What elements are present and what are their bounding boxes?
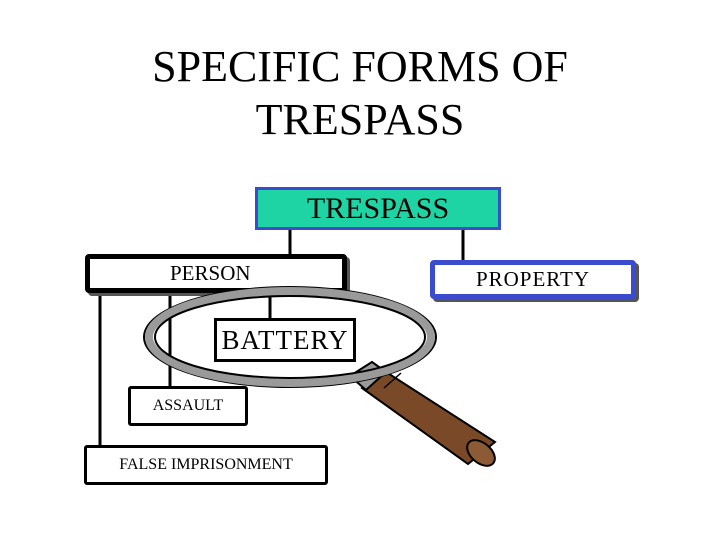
slide-title: SPECIFIC FORMS OF TRESPASS bbox=[0, 40, 720, 146]
magnifier-lens-ring bbox=[143, 286, 437, 388]
assault-box: ASSAULT bbox=[128, 386, 248, 426]
battery-box: BATTERY bbox=[214, 318, 356, 362]
trespass-box: TRESPASS bbox=[255, 187, 501, 230]
false-imprisonment-box: FALSE IMPRISONMENT bbox=[84, 445, 328, 485]
property-box: PROPERTY bbox=[430, 260, 636, 299]
slide-title-line-1: SPECIFIC FORMS OF bbox=[152, 42, 568, 91]
slide-title-line-2: TRESPASS bbox=[255, 95, 465, 144]
